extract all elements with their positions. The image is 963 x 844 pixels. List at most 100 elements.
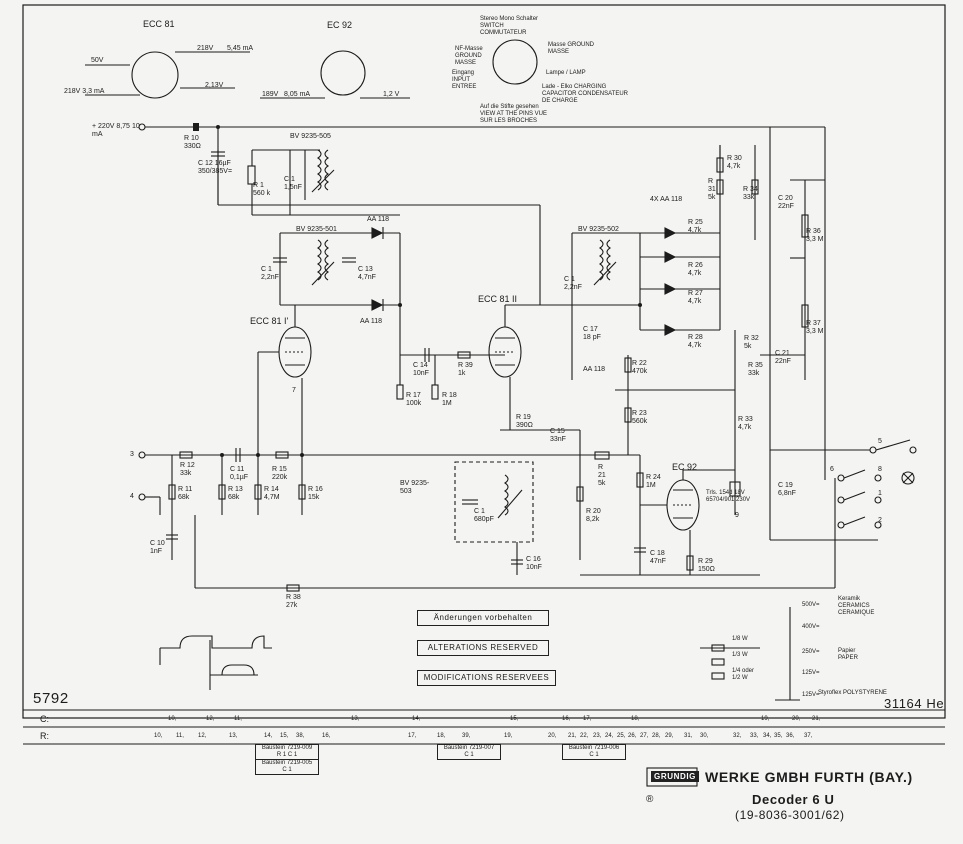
switch-ladeelko: Lade - Elko CHARGING CAPACITOR CONDENSAT… [542, 84, 629, 104]
table-r-cell: 29, [665, 733, 674, 739]
terminal-label: 9 [735, 512, 739, 519]
component-label: R 32 5k [744, 335, 759, 350]
product-name: Decoder 6 U [752, 792, 835, 807]
table-r-cell: 17, [408, 733, 417, 739]
table-c-cell: 12, [206, 716, 215, 722]
component-label: R 36 3,3 M [806, 228, 824, 243]
table-r-cell: 38, [296, 733, 305, 739]
component-label: AA 118 [360, 318, 383, 325]
component-label: R 14 4,7M [264, 486, 280, 501]
pin-voltage: 2,13V [205, 82, 224, 89]
table-r-cell: 32, [733, 733, 742, 739]
component-label: C 13 4,7nF [358, 266, 376, 281]
table-r-cell: 36, [786, 733, 795, 739]
table-c-cell: 17, [583, 716, 592, 722]
table-r-cell: 33, [750, 733, 759, 739]
table-r-cell: 23, [593, 733, 602, 739]
component-label: AA 118 [367, 216, 390, 223]
component-label: C 12 16µF 350/385V= [198, 160, 233, 175]
component-label: R 11 68k [178, 486, 193, 501]
tube-ecc81-ii-label: ECC 81 II [478, 294, 518, 304]
component-label: R 26 4,7k [688, 262, 703, 277]
component-label: R 13 68k [228, 486, 243, 501]
table-c-cell: 20, [792, 716, 801, 722]
switch-eingang: Eingang INPUT ENTREE [452, 70, 477, 90]
table-c-cell: 14, [412, 716, 421, 722]
drawing-number: 31164 He [884, 696, 945, 711]
table-r-cell: 11, [176, 733, 184, 739]
component-label: R 37 3,3 M [806, 320, 824, 335]
component-label: R 22 470k [632, 360, 648, 375]
pin-voltage: 189V [262, 91, 279, 98]
component-label: R 18 1M [442, 392, 457, 407]
terminal-label: 4 [130, 493, 134, 500]
component-label: C 17 18 pF [583, 326, 601, 341]
table-r-cell: 34, [763, 733, 772, 739]
table-c-cell: 16, [562, 716, 571, 722]
note-alterations-de: Änderungen vorbehalten [417, 610, 549, 626]
baustein-line: R 1 C 1 [276, 752, 298, 758]
component-label: R 10 330Ω [184, 135, 201, 150]
component-label: R 29 150Ω [698, 558, 715, 573]
component-label: R 12 33k [180, 462, 195, 477]
legend-watt: 1/8 W [732, 636, 748, 642]
component-label: C 1 1,5nF [284, 176, 302, 191]
table-c-cell: 11, [234, 716, 242, 722]
component-label: R 23 560k [632, 410, 648, 425]
table-r-cell: 31, [684, 733, 693, 739]
baustein-line: Baustein 7219-009 [261, 745, 313, 751]
tube-ecc81-i-label: ECC 81 I' [250, 316, 289, 326]
component-label: C 16 10nF [526, 556, 542, 571]
pin-voltage: 218V 3,3 mA [64, 88, 105, 95]
switch-masse: Masse GROUND MASSE [548, 42, 595, 55]
part-number: (19-8036-3001/62) [735, 808, 845, 822]
tube-ec92-label: EC 92 [672, 462, 698, 472]
table-c-cell: 13, [351, 716, 360, 722]
table-r-cell: 12, [198, 733, 207, 739]
company-name: WERKE GMBH FURTH (BAY.) [705, 769, 913, 785]
component-label: C 19 6,8nF [778, 482, 796, 497]
table-r-cell: 27, [640, 733, 649, 739]
component-label: AA 118 [583, 366, 606, 373]
legend-rating: 125V= [802, 670, 820, 676]
pin-current: 8,05 mA [284, 91, 311, 98]
table-c-cell: 18, [631, 716, 640, 722]
component-label: R 28 4,7k [688, 334, 703, 349]
component-label: C 1 2,2nF [564, 276, 582, 291]
baustein-line: Baustein 7219-005 [261, 760, 313, 766]
legend-rating: 400V= [802, 624, 820, 630]
component-label: R 17 100k [406, 392, 422, 407]
component-label: R 15 220k [272, 466, 288, 481]
component-label: R 21 5k [598, 464, 606, 487]
terminal-label: 5 [878, 438, 882, 445]
switch-nf-masse: NF-Masse GROUND MASSE [455, 46, 483, 66]
baustein-box: Baustein 7219-009 R 1 C 1 [255, 744, 319, 760]
coil-label: BV 9235-505 [290, 133, 331, 140]
component-label: R 16 15k [308, 486, 323, 501]
table-r-label: R: [40, 731, 49, 741]
pinout-ecc81-title: ECC 81 [143, 19, 175, 29]
table-r-cell: 21, [568, 733, 577, 739]
component-label: R 20 8,2k [586, 508, 601, 523]
table-r-cell: 10, [154, 733, 163, 739]
coil-label: BV 9235-503 [400, 480, 430, 495]
grundig-logo: GRUNDIG [651, 771, 699, 782]
component-label: C 1 680pF [474, 508, 494, 523]
sheet-number: 5792 [33, 690, 69, 707]
note-alterations-fr: MODIFICATIONS RESERVEES [417, 670, 556, 686]
terminal-label: 10 [132, 123, 140, 130]
component-label: C 20 22nF [778, 195, 794, 210]
baustein-line: C 1 [464, 752, 474, 758]
legend-rating: 125V= [802, 692, 820, 698]
baustein-line: C 1 [589, 752, 599, 758]
table-c-cell: 10, [168, 716, 177, 722]
baustein-box: Baustein 7219-007 C 1 [437, 744, 501, 760]
table-r-cell: 20, [548, 733, 557, 739]
pin-voltage: 218V [197, 45, 214, 52]
legend-rating: 250V= [802, 649, 820, 655]
switch-lampe: Lampe / LAMP [546, 70, 586, 76]
component-label: R 33 4,7k [738, 416, 753, 431]
table-c-cell: 15, [510, 716, 519, 722]
component-label: R 27 4,7k [688, 290, 703, 305]
